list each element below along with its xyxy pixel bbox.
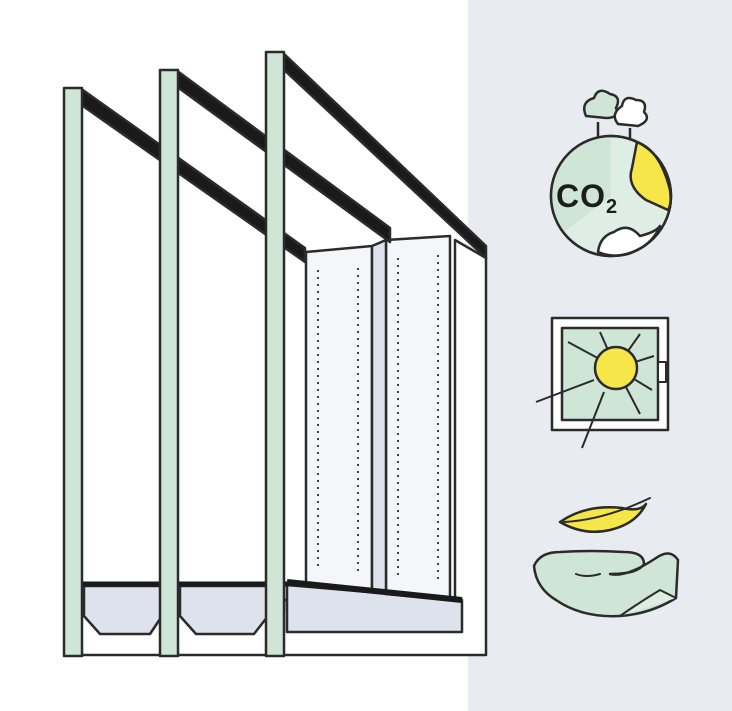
- glass-pane-1: [62, 86, 84, 658]
- spacer-bar-2: [178, 584, 270, 636]
- spacer-bar-1: [82, 584, 164, 636]
- co2-label: CO2: [556, 178, 619, 218]
- glass-pane-2: [158, 68, 180, 658]
- window-sun-icon: [535, 316, 670, 449]
- triple-glazing-section: [62, 50, 488, 658]
- hand-feather-icon: [532, 497, 680, 618]
- planet-co2-icon: [549, 89, 673, 258]
- pleated-blind: [304, 234, 452, 602]
- blind-base-line: [286, 579, 463, 603]
- glass-pane-3: [264, 50, 286, 658]
